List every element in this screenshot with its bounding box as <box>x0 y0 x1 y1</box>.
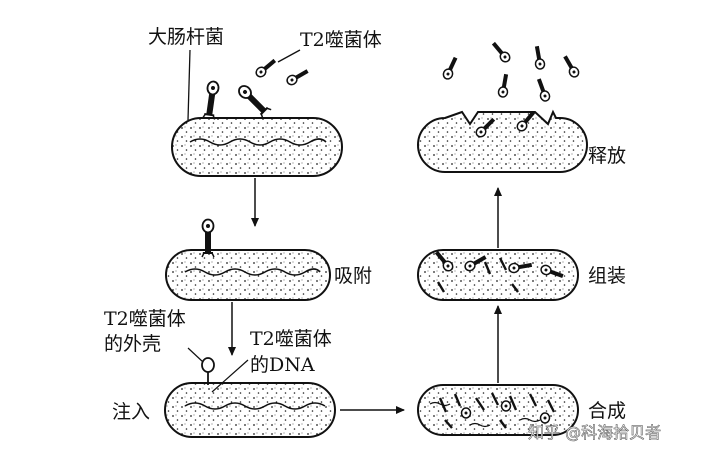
phage-coat-leader <box>187 347 204 363</box>
release-label: 释放 <box>588 145 626 167</box>
released-phage-2 <box>487 38 514 66</box>
synthesis-label: 合成 <box>588 400 626 422</box>
ecoli-cell-release <box>417 109 588 173</box>
ecoli-cell-initial <box>171 117 343 177</box>
phage-attaching-2 <box>236 83 271 118</box>
synthesized-head-2 <box>500 400 512 412</box>
phage-label-leader <box>277 49 301 63</box>
ecoli-cell-injection <box>164 382 336 438</box>
released-phage-3 <box>530 43 548 72</box>
phage-free-1 <box>252 54 280 81</box>
phage-dna-label-line1: T2噬菌体 <box>250 328 332 350</box>
synthesized-head-1 <box>460 407 472 419</box>
ecoli-cell-adsorption <box>165 249 331 301</box>
phage-attaching-1 <box>203 81 220 120</box>
phage-coat-label-line2: 的外壳 <box>104 333 161 355</box>
phage-dna-leader <box>211 359 249 393</box>
phage-empty-coat <box>201 357 215 385</box>
ecoli-label: 大肠杆菌 <box>148 26 224 48</box>
ecoli-label-leader <box>187 49 191 121</box>
ecoli-cell-assembly <box>417 249 579 301</box>
phage-coat-label-line1: T2噬菌体 <box>104 308 186 330</box>
phage-label: T2噬菌体 <box>300 29 382 51</box>
ecoli-cell-synthesis <box>417 384 579 436</box>
assembly-label: 组装 <box>588 265 626 287</box>
adsorption-label: 吸附 <box>334 265 372 287</box>
released-phage-6 <box>532 75 553 105</box>
synthesized-head-3 <box>539 412 551 424</box>
watermark: 知乎 @科海拾贝者 <box>528 423 661 442</box>
phage-dna-label-line2: 的DNA <box>250 354 315 376</box>
released-phage-5 <box>495 71 513 100</box>
phage-free-2 <box>283 65 312 89</box>
released-phage-1 <box>439 53 462 83</box>
released-phage-4 <box>559 52 583 81</box>
injection-label: 注入 <box>112 401 150 423</box>
